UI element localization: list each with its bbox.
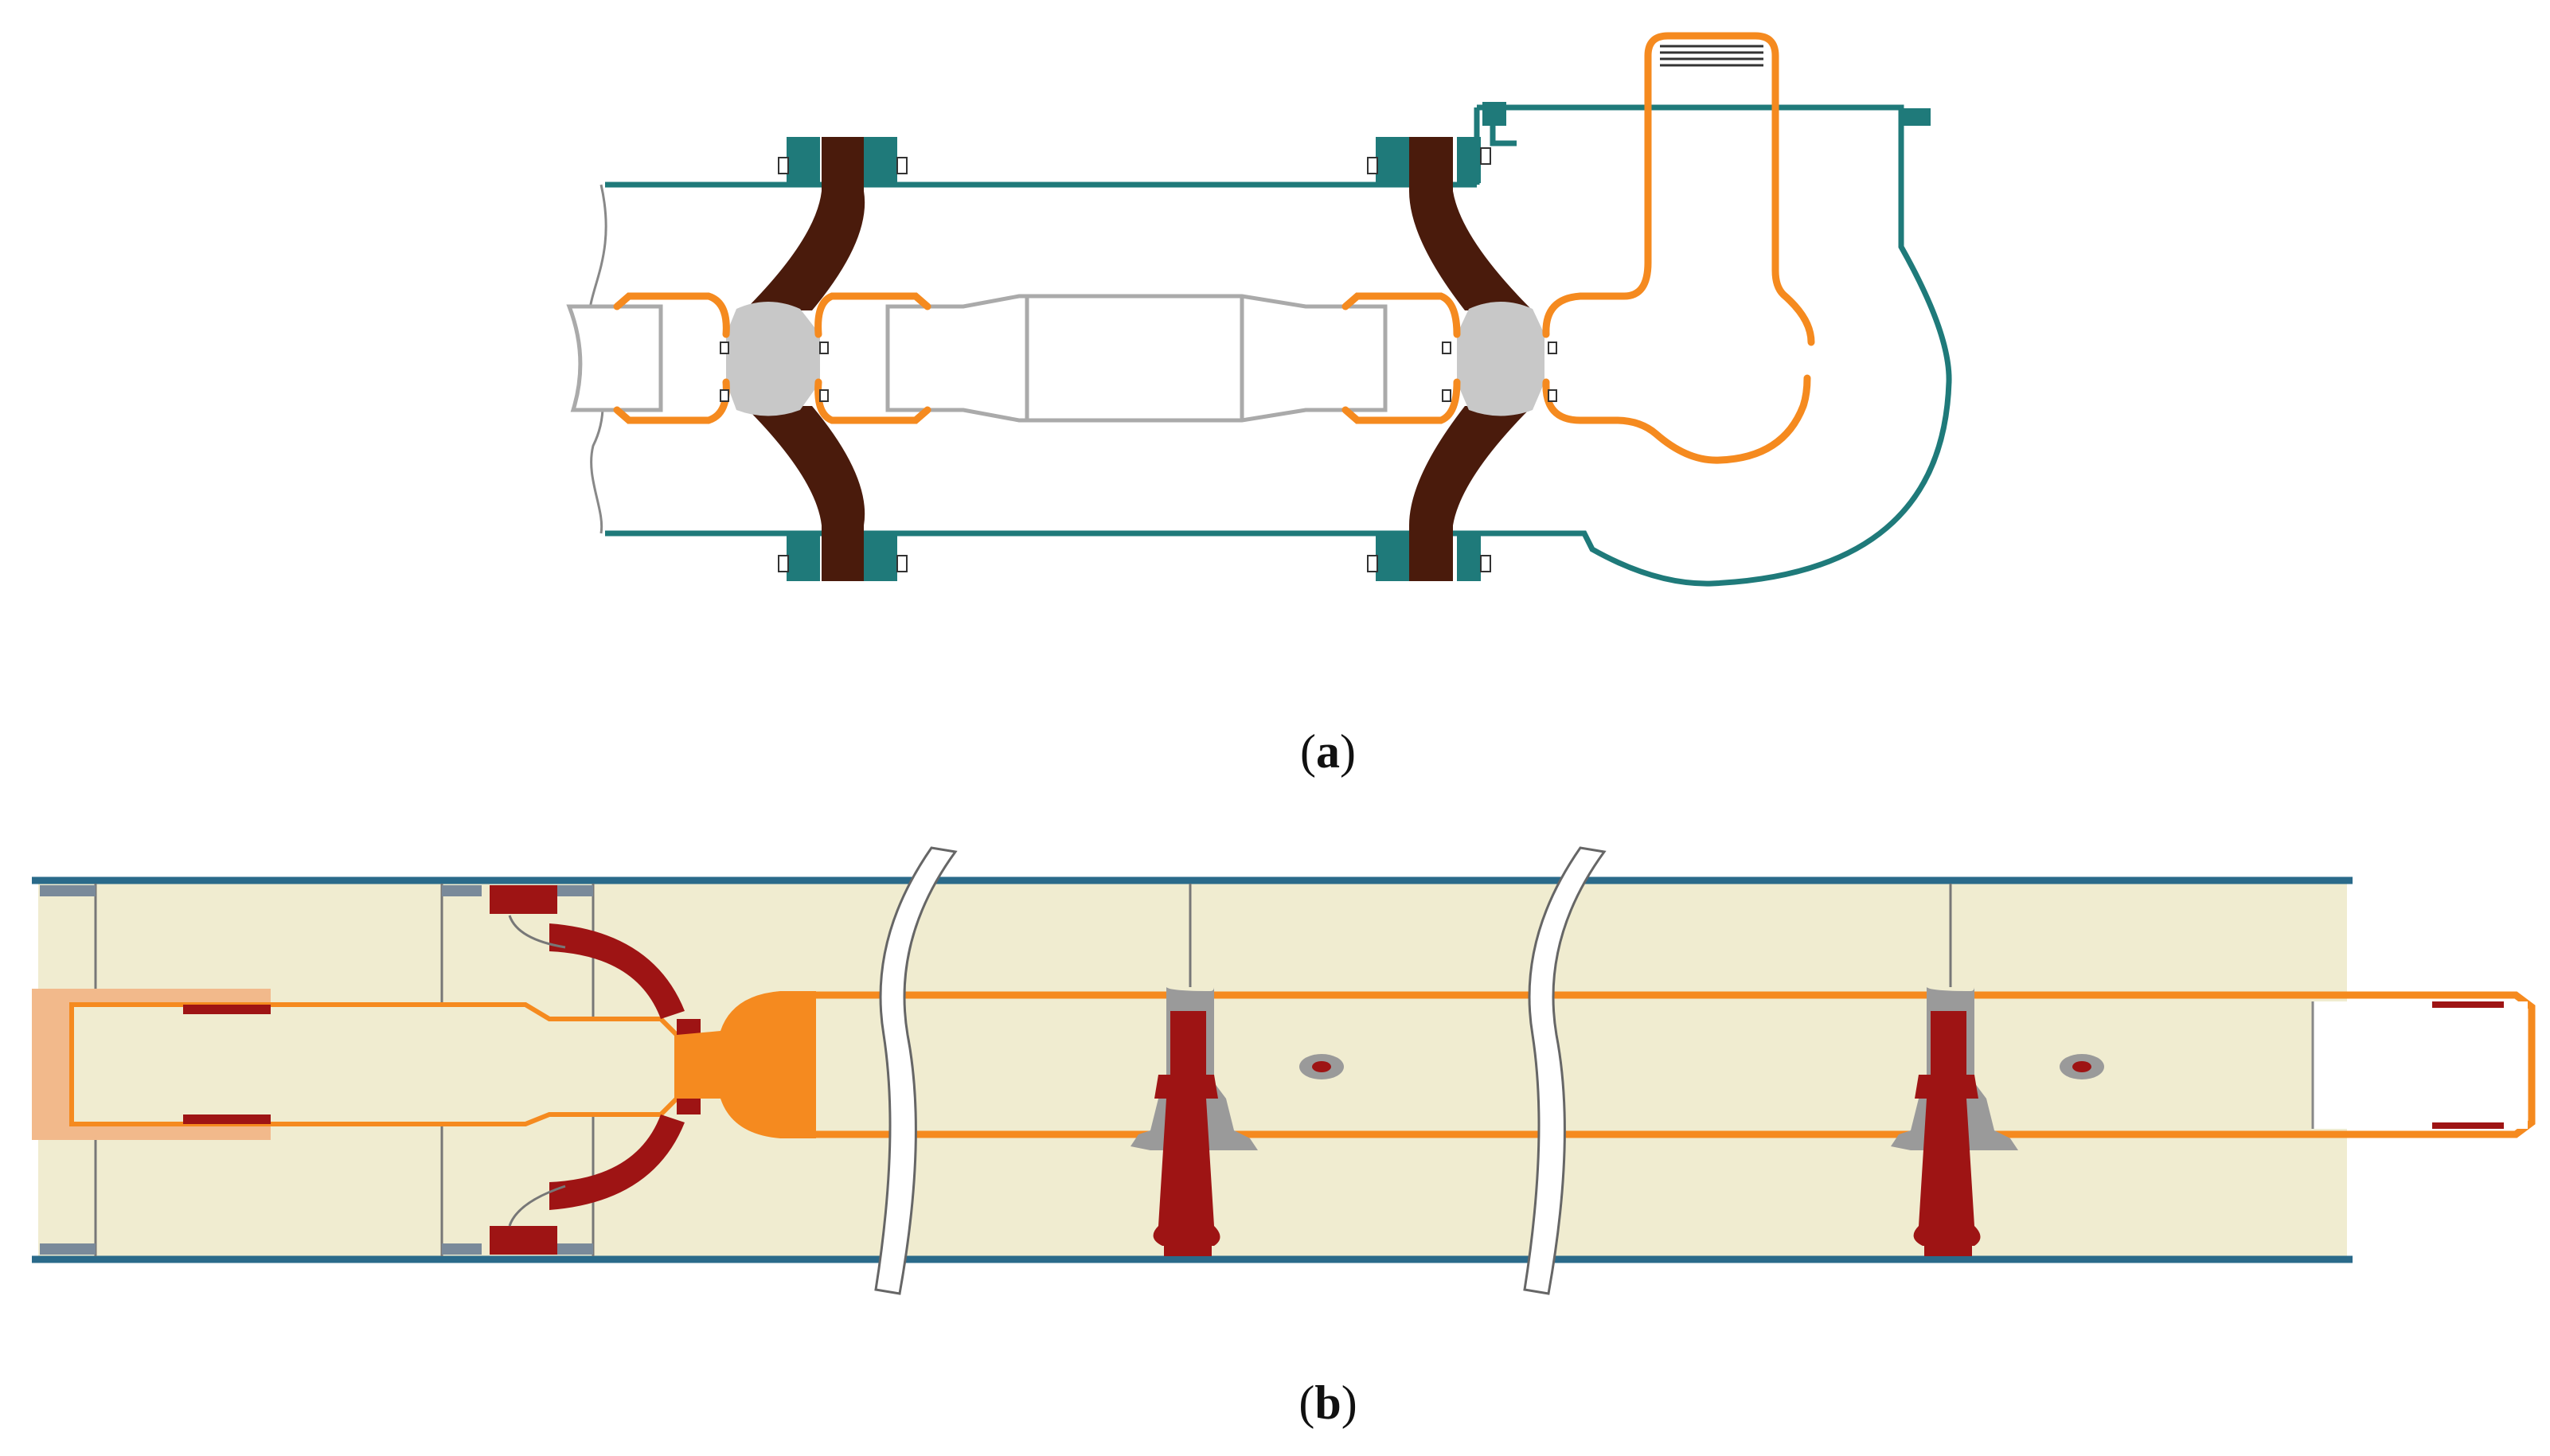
flanges (787, 102, 1931, 581)
support-insulator-1 (1131, 987, 1344, 1256)
contact-screws (720, 342, 1557, 402)
left-conductor (32, 989, 679, 1140)
panel-b-caption: (b) (1298, 1376, 1357, 1429)
support-insulator-2 (1891, 987, 2104, 1256)
bolts (778, 147, 1491, 572)
bellows-icon (1660, 45, 1763, 67)
wall-plates (40, 885, 593, 1255)
panel-a-diagram (566, 32, 1952, 587)
insulator-inserts (726, 302, 1544, 416)
cone-insulators (744, 137, 1533, 581)
wavy-break-icon (874, 846, 1607, 1295)
conductor (566, 294, 1388, 423)
panel-b-diagram (32, 846, 2536, 1295)
post-insulator-left (490, 885, 816, 1255)
end-contact-marks (2432, 1001, 2504, 1129)
contact-shields (613, 32, 1815, 464)
panel-a-caption: (a) (1300, 725, 1356, 778)
